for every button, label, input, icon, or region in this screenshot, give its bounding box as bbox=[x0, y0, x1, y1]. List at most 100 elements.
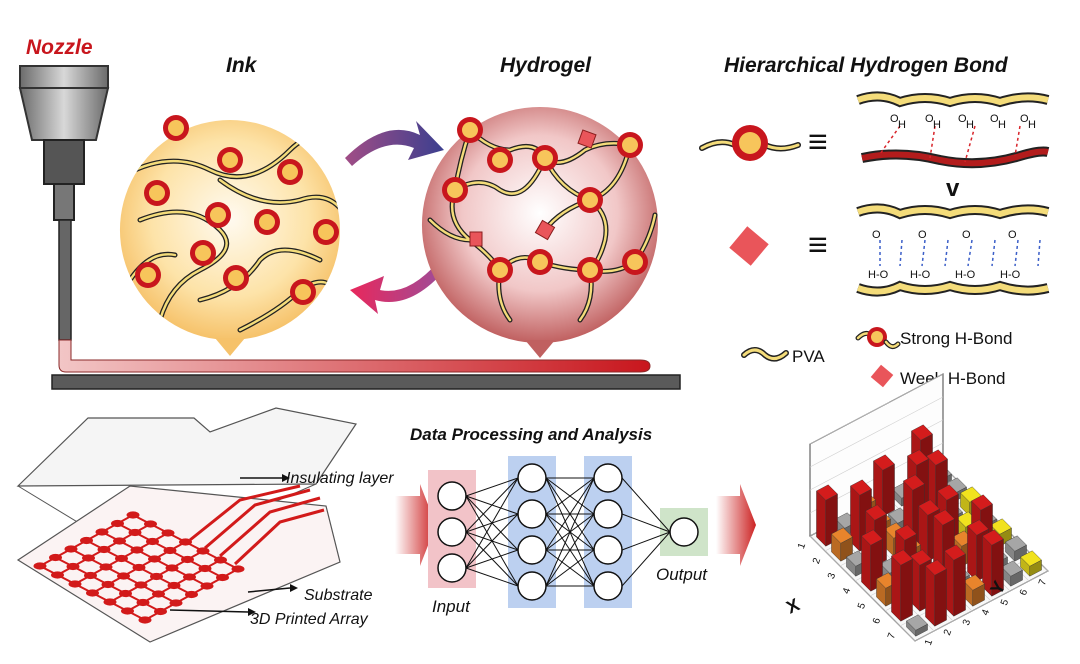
nn-edge bbox=[465, 477, 519, 497]
bar3d-bar bbox=[982, 529, 1004, 597]
ink-particle bbox=[205, 202, 231, 228]
insulating-label: Insulating layer bbox=[286, 470, 394, 487]
ink-sphere: Ink bbox=[119, 54, 340, 356]
ink-particle bbox=[135, 262, 161, 288]
svg-text:O: O bbox=[1020, 113, 1029, 125]
gel-particle bbox=[622, 249, 648, 275]
svg-text:H-O: H-O bbox=[1000, 269, 1021, 281]
x-tick: 6 bbox=[871, 616, 883, 625]
nozzle-group: Nozzle bbox=[18, 36, 681, 390]
hydrogel-weak-bonds bbox=[469, 129, 597, 247]
legend-pva: PVA bbox=[792, 347, 825, 366]
flow-arrow-right bbox=[716, 484, 756, 566]
svg-text:O: O bbox=[962, 229, 971, 241]
weak-bond-marker bbox=[469, 231, 483, 247]
y-tick: 6 bbox=[1018, 588, 1030, 597]
printed-array bbox=[33, 511, 245, 624]
svg-text:H-O: H-O bbox=[910, 269, 931, 281]
nn-node bbox=[517, 535, 547, 565]
substrate-pointer bbox=[247, 587, 291, 593]
ink-tail bbox=[215, 338, 245, 356]
shear-thinning-arrow bbox=[350, 262, 445, 314]
nn-edge bbox=[465, 477, 519, 533]
bar3d-bar bbox=[1005, 535, 1027, 562]
ink-title: Ink bbox=[226, 54, 258, 77]
nozzle-cap bbox=[19, 65, 109, 89]
nn-connections bbox=[465, 477, 671, 587]
weak-hbond-lines bbox=[879, 239, 1041, 267]
nn-node bbox=[517, 499, 547, 529]
array-pointer bbox=[169, 609, 249, 613]
gel-particle bbox=[577, 187, 603, 213]
sensor-stack: Insulating layer Substrate 3D Printed Ar… bbox=[16, 407, 394, 643]
svg-text:H: H bbox=[966, 119, 974, 131]
svg-text:O: O bbox=[925, 113, 934, 125]
nn-edge bbox=[465, 549, 519, 569]
bar3d-bar bbox=[873, 454, 895, 517]
nn-edge bbox=[621, 531, 671, 587]
ink-particle bbox=[144, 180, 170, 206]
hydrogel-sphere: Hydrogel bbox=[421, 54, 658, 358]
ink-particle bbox=[313, 219, 339, 245]
svg-text:H-O: H-O bbox=[868, 269, 889, 281]
hydrogel-title: Hydrogel bbox=[500, 54, 592, 77]
nn-node bbox=[437, 481, 467, 511]
legend-weak: Week H-Bond bbox=[900, 369, 1006, 388]
svg-text:H: H bbox=[998, 119, 1006, 131]
legend: PVA Strong H-Bond Week H-Bond bbox=[741, 327, 1012, 388]
bar3d-bars bbox=[816, 424, 1042, 637]
nn-node bbox=[669, 517, 699, 547]
nozzle-body bbox=[43, 139, 85, 185]
gel-particle bbox=[577, 257, 603, 283]
svg-text:O: O bbox=[1008, 229, 1017, 241]
nn-edge bbox=[621, 477, 671, 533]
gelation-arrow bbox=[345, 121, 444, 166]
nozzle-needle bbox=[58, 219, 72, 341]
x-tick: 5 bbox=[856, 601, 868, 610]
gel-particle bbox=[617, 132, 643, 158]
ink-particles bbox=[135, 115, 339, 305]
legend-strong: Strong H-Bond bbox=[900, 329, 1012, 348]
nn-node bbox=[437, 517, 467, 547]
nn-edge bbox=[545, 549, 595, 587]
gel-particle bbox=[527, 249, 553, 275]
output-label: Output bbox=[656, 565, 708, 584]
equiv-sign: ≡ bbox=[808, 123, 828, 161]
input-label: Input bbox=[432, 597, 471, 616]
nn-edge bbox=[621, 531, 671, 551]
svg-text:H: H bbox=[933, 119, 941, 131]
hydrogel-tail bbox=[525, 340, 555, 358]
ink-particle bbox=[254, 209, 280, 235]
equiv-sign: ≡ bbox=[808, 226, 828, 264]
svg-text:O: O bbox=[958, 113, 967, 125]
bar3d-bar bbox=[906, 614, 928, 637]
svg-text:O: O bbox=[990, 113, 999, 125]
bar3d-bar bbox=[1001, 560, 1023, 587]
svg-text:O: O bbox=[872, 229, 881, 241]
axis-x-label: X bbox=[783, 594, 802, 617]
bar3d-bar bbox=[925, 559, 947, 627]
x-tick: 7 bbox=[886, 631, 898, 640]
svg-text:H: H bbox=[898, 119, 906, 131]
bar3d-bar bbox=[891, 549, 913, 622]
bar3d-bar bbox=[944, 544, 966, 617]
y-tick: 7 bbox=[1037, 578, 1049, 587]
substrate-label: Substrate bbox=[304, 587, 373, 604]
nn-edge bbox=[465, 513, 519, 569]
nn-edge bbox=[545, 477, 595, 587]
x-tick: 3 bbox=[826, 571, 838, 580]
ink-particle bbox=[223, 265, 249, 291]
greater-than-sign: v bbox=[946, 175, 960, 202]
ink-particle bbox=[163, 115, 189, 141]
nozzle-neck bbox=[53, 183, 75, 221]
y-tick: 2 bbox=[942, 628, 954, 637]
bar3d-bar bbox=[963, 574, 985, 607]
insulating-layer-shape bbox=[16, 407, 357, 487]
weak-bond-symbol bbox=[729, 226, 769, 266]
svg-text:O: O bbox=[918, 229, 927, 241]
nn-edge bbox=[545, 477, 595, 551]
x-tick: 4 bbox=[841, 586, 853, 595]
weak-legend-icon bbox=[870, 364, 894, 388]
